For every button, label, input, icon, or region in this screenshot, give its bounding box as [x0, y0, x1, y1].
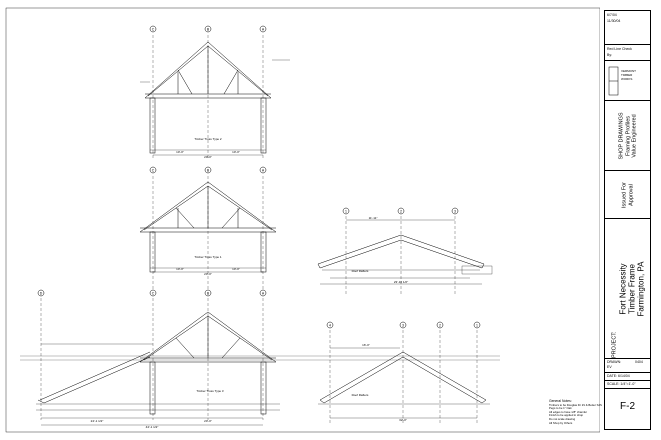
scale-box: SCALE: 1/4"=1'-0": [605, 381, 650, 389]
grid-label: 3: [402, 324, 404, 328]
grid-label: A: [262, 292, 265, 296]
notes-line: All Shop by Others: [549, 420, 573, 425]
project-name: Fort Necessity: [617, 262, 627, 315]
project-location: Farmington, PA: [635, 261, 645, 316]
view-label: Roof Rafters: [352, 393, 369, 397]
job-number: 0404: [635, 360, 643, 364]
notes-line: All edges to have 1/8" chamfer: [549, 409, 587, 414]
drawing-title-box: SHOP DRAWINGS Framing Profiles Value Eng…: [605, 101, 650, 171]
general-notes: General Notes: Timbers to be Douglas Fir…: [549, 399, 604, 425]
logo-text: VERMONT: [621, 69, 636, 73]
project-box: PROJECT: Fort Necessity Timber Frame Far…: [605, 219, 650, 359]
project-name: Timber Frame: [626, 263, 636, 314]
dimension-text: 10'-0": [176, 267, 184, 271]
dimension-text: 16'-0": [362, 343, 370, 347]
drawing-area: C B A C B A 1 2 3 D C B A 4 3 2 1 Timber…: [5, 7, 600, 433]
sheet-number: F-2: [620, 400, 635, 412]
drawn-box: DRAWN: EV 0404: [605, 359, 650, 373]
truss-type-3: [20, 289, 300, 426]
drawn-label: DRAWN:: [607, 360, 622, 364]
red-line-check-box: Red Line Check By:: [605, 45, 650, 61]
truss-type-1: [139, 166, 277, 290]
grid-label: 4: [329, 324, 331, 328]
date-box: DATE: 6/14/04: [605, 373, 650, 381]
dimension-text: 24'-1 1/2": [91, 419, 104, 423]
notes-line: Pegs to be 1" Oak: [549, 406, 572, 411]
notes-heading: General Notes:: [549, 399, 572, 403]
grid-label: B: [207, 169, 210, 173]
logo-text: WORKS: [621, 77, 633, 81]
dimension-text: 10'-0": [176, 150, 184, 154]
drawn-value: EV: [607, 365, 612, 369]
revision-date: 11/30/04: [607, 19, 621, 23]
date-value: DATE: 6/14/04: [607, 374, 630, 378]
grid-label: C: [152, 292, 155, 296]
drawing-subtitle: Value Engineered: [630, 113, 637, 158]
dimension-text: 10'-0": [232, 267, 240, 271]
view-label: Timber Truss Type 2: [194, 137, 222, 141]
dimension-text: 10'-0": [232, 150, 240, 154]
notes-line: Finish to be applied in shop: [549, 413, 584, 418]
roof-rafters-2: [300, 321, 500, 425]
issued-for-label: Issued For: [621, 181, 627, 208]
sheet-number-box: F-2: [605, 389, 650, 429]
red-line-check-label: Red Line Check: [607, 47, 632, 51]
dimension-text: 32'-0": [399, 418, 407, 422]
by-label: By:: [607, 53, 613, 57]
dimension-text: 20'-0": [204, 155, 212, 159]
company-logo: VERMONT TIMBER WORKS: [605, 61, 650, 101]
title-block: 6/7/04 11/30/04 Red Line Check By: VERMO…: [604, 10, 651, 430]
dimension-text: 11'-11": [369, 216, 378, 220]
logo-icon: [608, 66, 619, 96]
revision-date: 6/7/04: [607, 13, 617, 17]
issued-for-box: Issued For Approval: [605, 171, 650, 219]
grid-label: 1: [345, 210, 347, 214]
grid-label: D: [40, 292, 43, 296]
grid-label: A: [262, 169, 265, 173]
notes-line: Timbers to be Douglas Fir #1 & Better S4…: [549, 402, 602, 407]
grid-label: B: [207, 28, 210, 32]
issued-for-value: Approval: [627, 183, 634, 206]
view-label: Timber Truss Type 3: [196, 389, 224, 393]
drawing-title: SHOP DRAWINGS: [617, 111, 624, 160]
dimension-text: 20'-0": [204, 272, 212, 276]
dimension-text: 23'-10 1/2": [394, 280, 408, 284]
project-label: PROJECT:: [610, 330, 617, 358]
grid-label: B: [207, 292, 210, 296]
grid-label: 2: [400, 210, 402, 214]
logo-text: TIMBER: [621, 73, 633, 77]
grid-label: C: [152, 28, 155, 32]
grid-label: 3: [454, 210, 456, 214]
scale-value: SCALE: 1/4"=1'-0": [607, 382, 636, 386]
dimension-text: 44'-1 1/2": [146, 425, 159, 429]
grid-label: 1: [476, 324, 478, 328]
view-label: Timber Truss Type 1: [194, 255, 222, 259]
dimension-text: 20'-0": [204, 419, 212, 423]
grid-label: 2: [439, 324, 441, 328]
roof-rafters-1: [317, 207, 493, 295]
revisions-box: 6/7/04 11/30/04: [605, 11, 650, 45]
grid-label: C: [152, 169, 155, 173]
drawing-subtitle: Framing Profiles: [624, 115, 631, 156]
truss-type-2: [140, 25, 290, 160]
notes-line: Do not scale drawing: [549, 416, 576, 421]
grid-label: A: [262, 28, 265, 32]
view-label: Roof Rafters: [352, 269, 369, 273]
